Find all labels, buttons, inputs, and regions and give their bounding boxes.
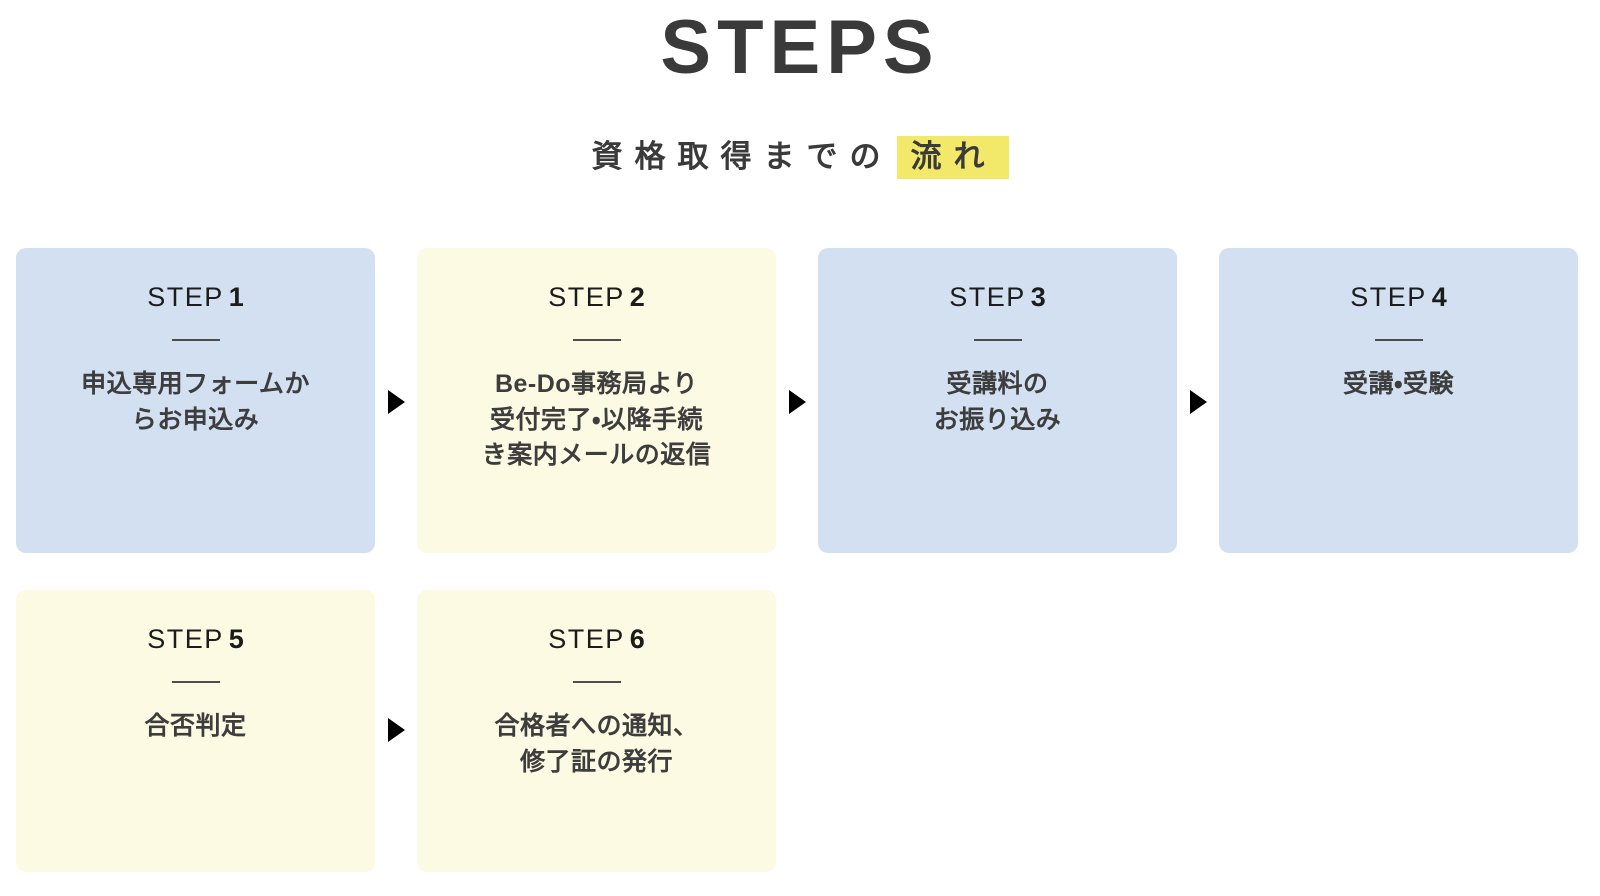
subtitle-highlight-text: 流れ [896,135,1009,179]
arrow-slot-3 [1177,248,1219,553]
step-divider-5 [171,681,220,683]
arrow-right-icon [387,390,405,414]
arrow-right-icon [788,390,806,414]
page-title: STEPS [660,5,940,90]
step-word-3: STEP [949,282,1026,312]
step-divider-6 [572,681,621,683]
step-divider-3 [973,339,1022,341]
step-number-3: 3 [1030,282,1046,312]
arrow-slot-5 [375,590,417,872]
step-number-1: 1 [228,282,244,312]
step-word-1: STEP [147,282,224,312]
subtitle: 資格取得までの流れ [591,135,1009,179]
subtitle-plain-text: 資格取得までの [591,138,893,174]
step-text-3: 受講料の お振り込み [933,370,1062,434]
page-header: STEPS 資格取得までの流れ [0,0,1600,184]
step-word-2: STEP [548,282,625,312]
step-number-2: 2 [629,282,645,312]
arrow-right-icon [387,718,405,742]
arrow-slot-1 [375,248,417,553]
step-text-5: 合否判定 [144,712,247,740]
arrow-right-icon [1189,390,1207,414]
step-text-6: 合格者への通知、 修了証の発行 [494,712,699,776]
subtitle-row: 資格取得までの流れ [0,130,1600,184]
step-word-6: STEP [548,624,625,654]
step-word-4: STEP [1350,282,1427,312]
step-number-6: 6 [629,624,645,654]
step-text-2: Be-Do事務局より 受付完了・以降手続 き案内メールの返信 [481,370,712,469]
step-word-5: STEP [147,624,224,654]
step-number-5: 5 [228,624,244,654]
step-divider-2 [572,339,621,341]
step-divider-1 [171,339,220,341]
arrow-slot-2 [776,248,818,553]
step-text-4: 受講・受験 [1342,370,1454,398]
step-number-4: 4 [1431,282,1447,312]
step-divider-4 [1374,339,1423,341]
step-text-1: 申込専用フォームか らお申込み [81,370,310,434]
